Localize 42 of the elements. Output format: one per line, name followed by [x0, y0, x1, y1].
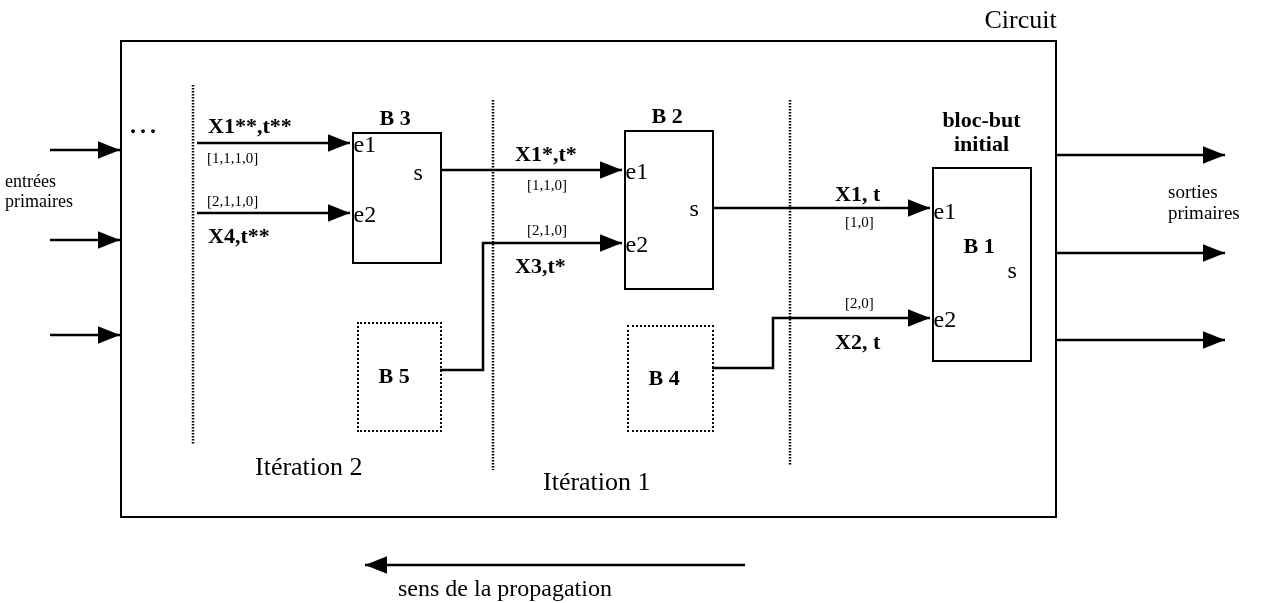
ellipsis: ... [130, 112, 160, 139]
iteration-label: Itération 2 [255, 453, 363, 482]
iteration-label: Itération 1 [543, 468, 651, 497]
block-title: B 4 [648, 365, 680, 390]
block-title: Circuit [984, 5, 1057, 35]
block-title: B 5 [378, 363, 410, 388]
block-title: B 3 [379, 105, 411, 130]
side-note: sorties primaires [1168, 182, 1241, 224]
arrow [712, 309, 930, 370]
signal-vector: [1,1,0] [527, 177, 567, 194]
port-label: e2 [625, 230, 649, 257]
port-label: e2 [353, 200, 377, 227]
arrow [1057, 146, 1225, 164]
signal-vector: [1,1,1,0] [207, 150, 259, 167]
signal-vector: [2,1,1,0] [207, 193, 259, 210]
port-label: s [413, 158, 423, 185]
block-box [627, 325, 714, 432]
arrow [50, 231, 120, 249]
arrow [440, 161, 622, 179]
port-label: e2 [933, 305, 957, 332]
block-box [357, 322, 442, 432]
block-title: bloc-but initial [941, 107, 1022, 156]
port-label: s [689, 194, 699, 221]
port-label: e1 [625, 157, 649, 184]
signal-vector: [2,0] [845, 295, 874, 312]
arrow [50, 326, 120, 344]
arrow [440, 234, 622, 372]
port-label: e1 [353, 130, 377, 157]
signal-vector: [1,0] [845, 214, 874, 231]
caption-text: sens de la propagation [398, 575, 612, 602]
arrow [1057, 331, 1225, 349]
arrow [1057, 244, 1225, 262]
port-label: s [1007, 256, 1017, 283]
block-title: B 2 [651, 103, 683, 128]
port-label: e1 [933, 197, 957, 224]
arrow [197, 204, 350, 222]
arrow [197, 134, 350, 152]
signal-vector: [2,1,0] [527, 222, 567, 239]
arrow [50, 141, 120, 159]
side-note: entrées primaires [5, 172, 74, 212]
arrow [712, 199, 930, 217]
block-title: B 1 [963, 233, 995, 258]
